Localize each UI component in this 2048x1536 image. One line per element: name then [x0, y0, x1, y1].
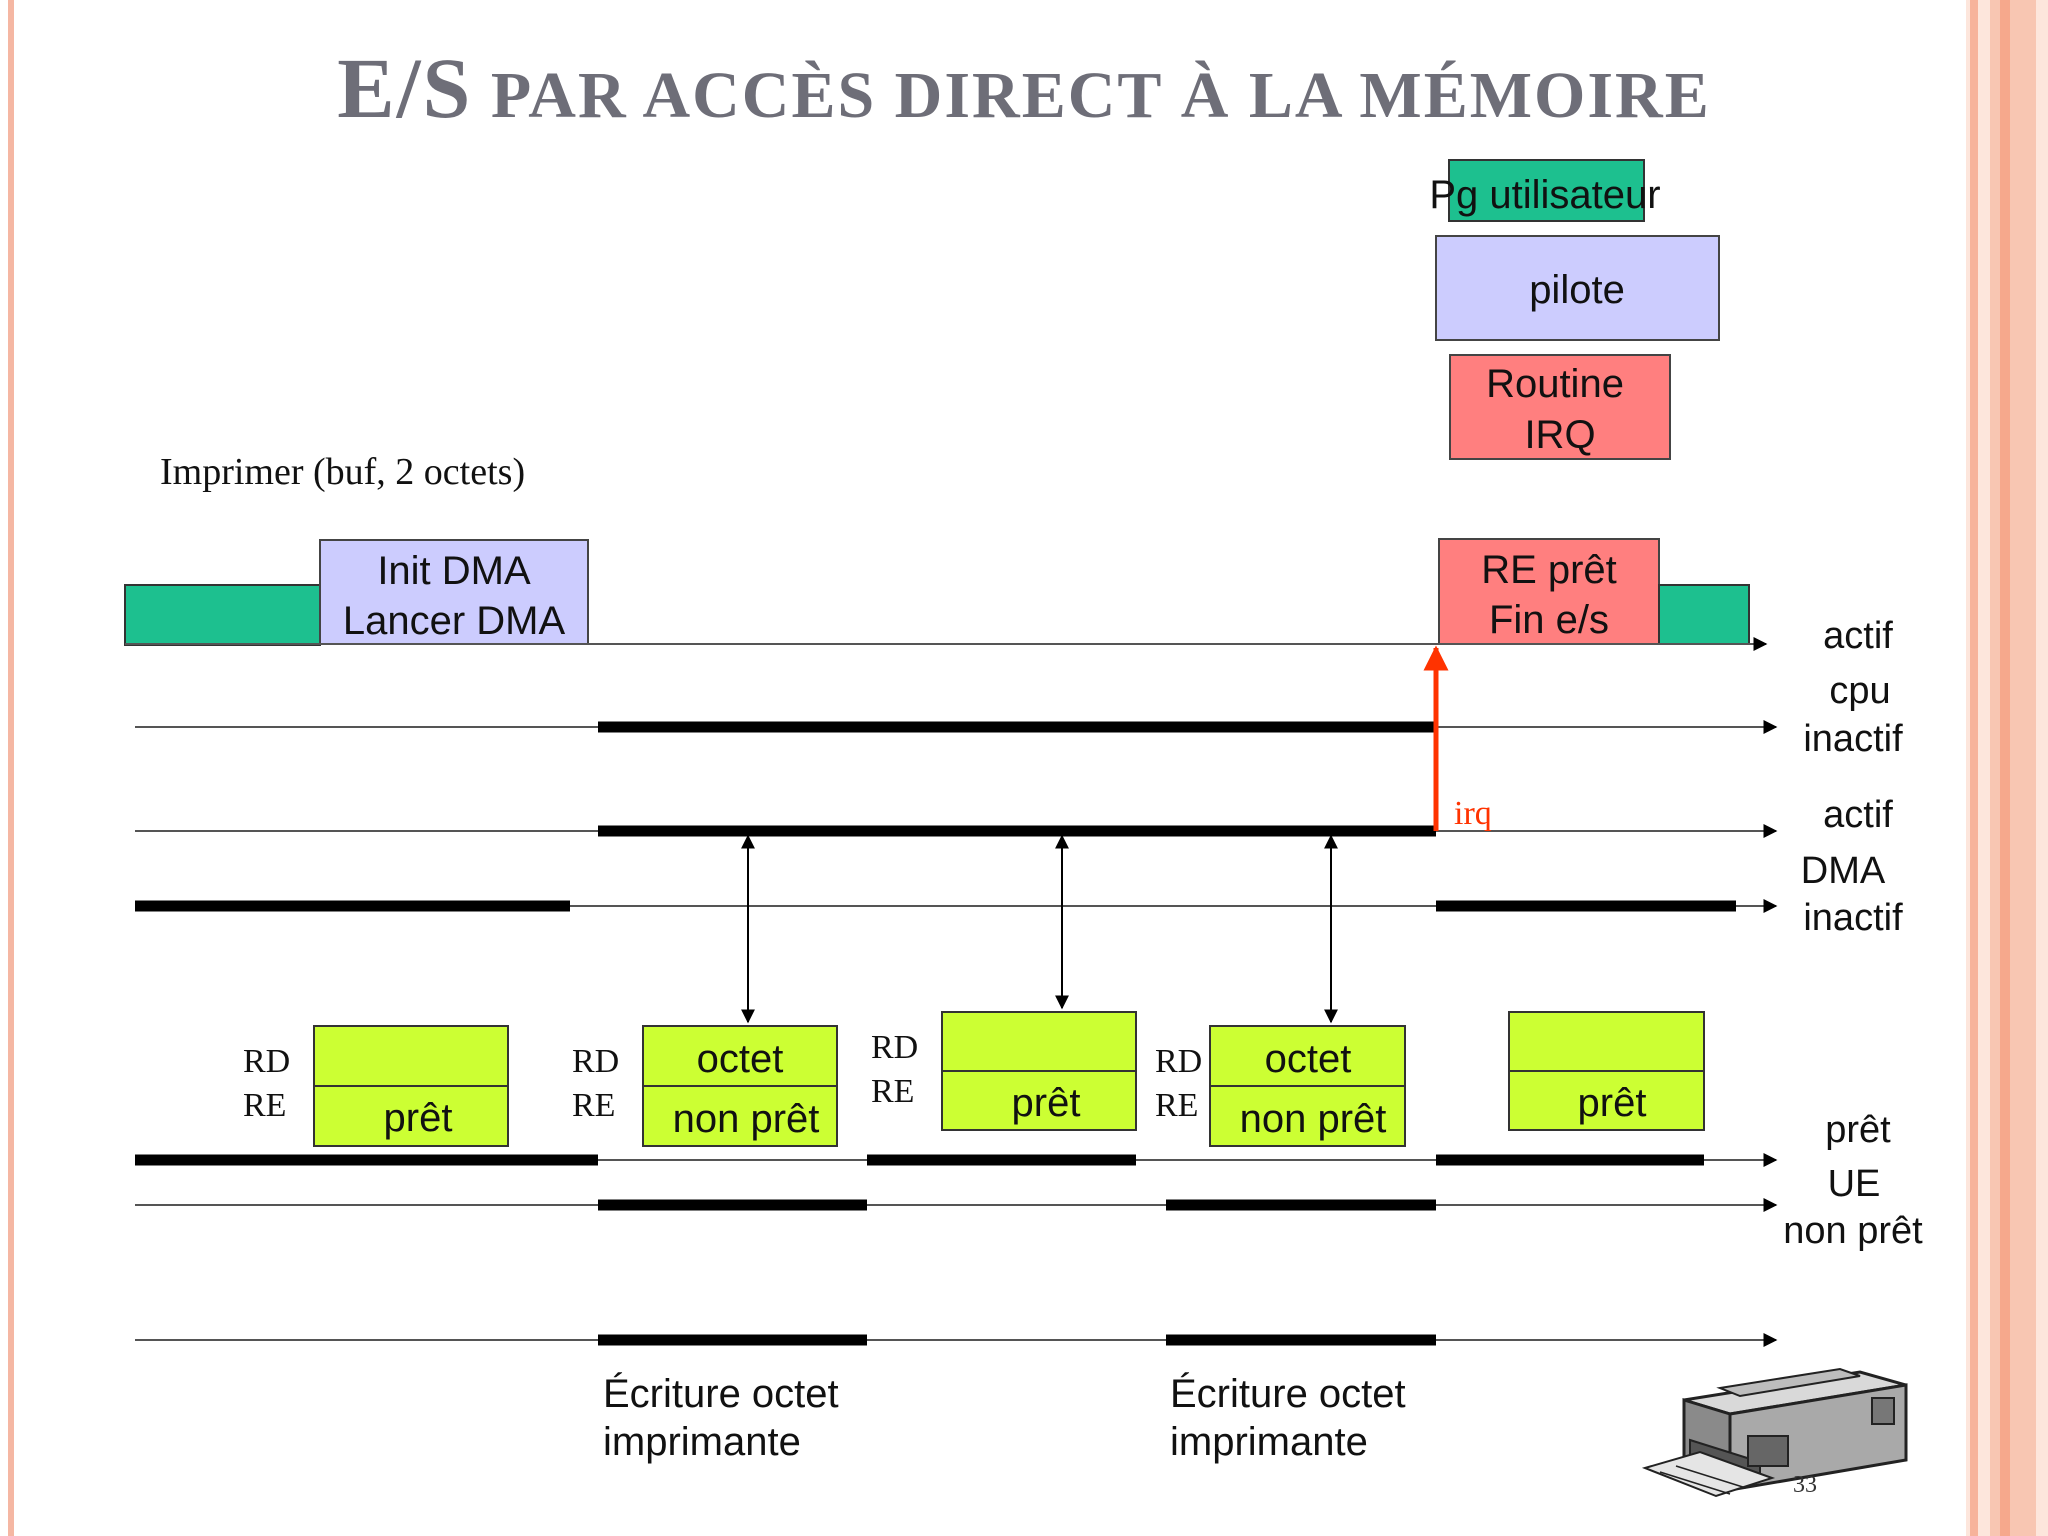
reg4-re-box: [1209, 1085, 1406, 1147]
cpu-user-block-end: [1658, 584, 1750, 645]
slide-title: E/S PAR ACCÈS DIRECT À LA MÉMOIRE: [0, 38, 2048, 138]
reg2-re: RE: [572, 1087, 615, 1124]
reg5-re-box: [1508, 1070, 1705, 1131]
cpu-end-io-box: [1438, 538, 1660, 645]
user-program-box: [1448, 159, 1645, 222]
lane-label-actif-dma: actif: [1823, 794, 1893, 836]
reg2-rd-box: [642, 1025, 838, 1087]
reg4-rd-value: octet: [1265, 1037, 1352, 1081]
call-label: Imprimer (buf, 2 octets): [160, 451, 525, 493]
lane-label-pret: prêt: [1825, 1109, 1891, 1151]
cpu-end-io-label-1: RE prêt: [1481, 548, 1617, 592]
cpu-user-block-start: [124, 584, 321, 646]
reg2-re-box: [642, 1085, 838, 1147]
reg2-rd-value: octet: [697, 1037, 784, 1081]
reg4-rd: RD: [1155, 1043, 1202, 1080]
driver-label: pilote: [1529, 268, 1625, 312]
lane-label-non-pret: non prêt: [1783, 1210, 1923, 1252]
reg1-rd-box: [313, 1025, 509, 1087]
lane-label-cpu: cpu: [1829, 670, 1890, 712]
reg1-rd: RD: [243, 1043, 290, 1080]
irq-routine-label-2: IRQ: [1524, 413, 1595, 457]
reg1-re-box: [313, 1085, 509, 1147]
reg2-re-value: non prêt: [673, 1097, 820, 1141]
lane-label-dma: DMA: [1801, 850, 1886, 892]
reg4-rd-box: [1209, 1025, 1406, 1087]
reg3-rd: RD: [871, 1029, 918, 1066]
reg5-re-value: prêt: [1578, 1081, 1647, 1125]
reg5-rd-box: [1508, 1011, 1705, 1072]
cpu-end-io-label-2: Fin e/s: [1489, 598, 1609, 642]
reg2-rd: RD: [572, 1043, 619, 1080]
user-program-label: Pg utilisateur: [1429, 173, 1660, 217]
page-number: 33: [1793, 1472, 1817, 1498]
right-border: [1966, 0, 2048, 1536]
write-label-2-l2: imprimante: [1170, 1420, 1368, 1464]
write-label-1-l1: Écriture octet: [603, 1371, 839, 1416]
cpu-init-dma-label-2: Lancer DMA: [343, 599, 566, 643]
irq-label: irq: [1454, 795, 1492, 832]
lane-label-actif-cpu: actif: [1823, 615, 1893, 657]
irq-routine-label-1: Routine: [1486, 362, 1624, 406]
lane-label-ue: UE: [1828, 1163, 1881, 1205]
reg3-re: RE: [871, 1073, 914, 1110]
reg4-re-value: non prêt: [1240, 1097, 1387, 1141]
write-label-2-l1: Écriture octet: [1170, 1371, 1406, 1416]
reg4-re: RE: [1155, 1087, 1198, 1124]
reg3-re-value: prêt: [1012, 1081, 1081, 1125]
title-es: E/S: [337, 40, 473, 136]
driver-box: [1435, 235, 1720, 341]
printer-icon: [1641, 1367, 1908, 1498]
reg3-rd-box: [941, 1011, 1137, 1072]
title-rest: PAR ACCÈS DIRECT À LA MÉMOIRE: [472, 59, 1711, 132]
reg1-re-value: prêt: [384, 1096, 453, 1140]
reg1-re: RE: [243, 1087, 286, 1124]
reg3-re-box: [941, 1070, 1137, 1131]
irq-routine-box: [1449, 354, 1671, 460]
write-label-1-l2: imprimante: [603, 1420, 801, 1464]
cpu-init-dma-label-1: Init DMA: [377, 549, 531, 593]
lane-label-inactif-dma: inactif: [1803, 897, 1903, 939]
left-border: [0, 0, 22, 1536]
lane-label-inactif-cpu: inactif: [1803, 718, 1903, 760]
